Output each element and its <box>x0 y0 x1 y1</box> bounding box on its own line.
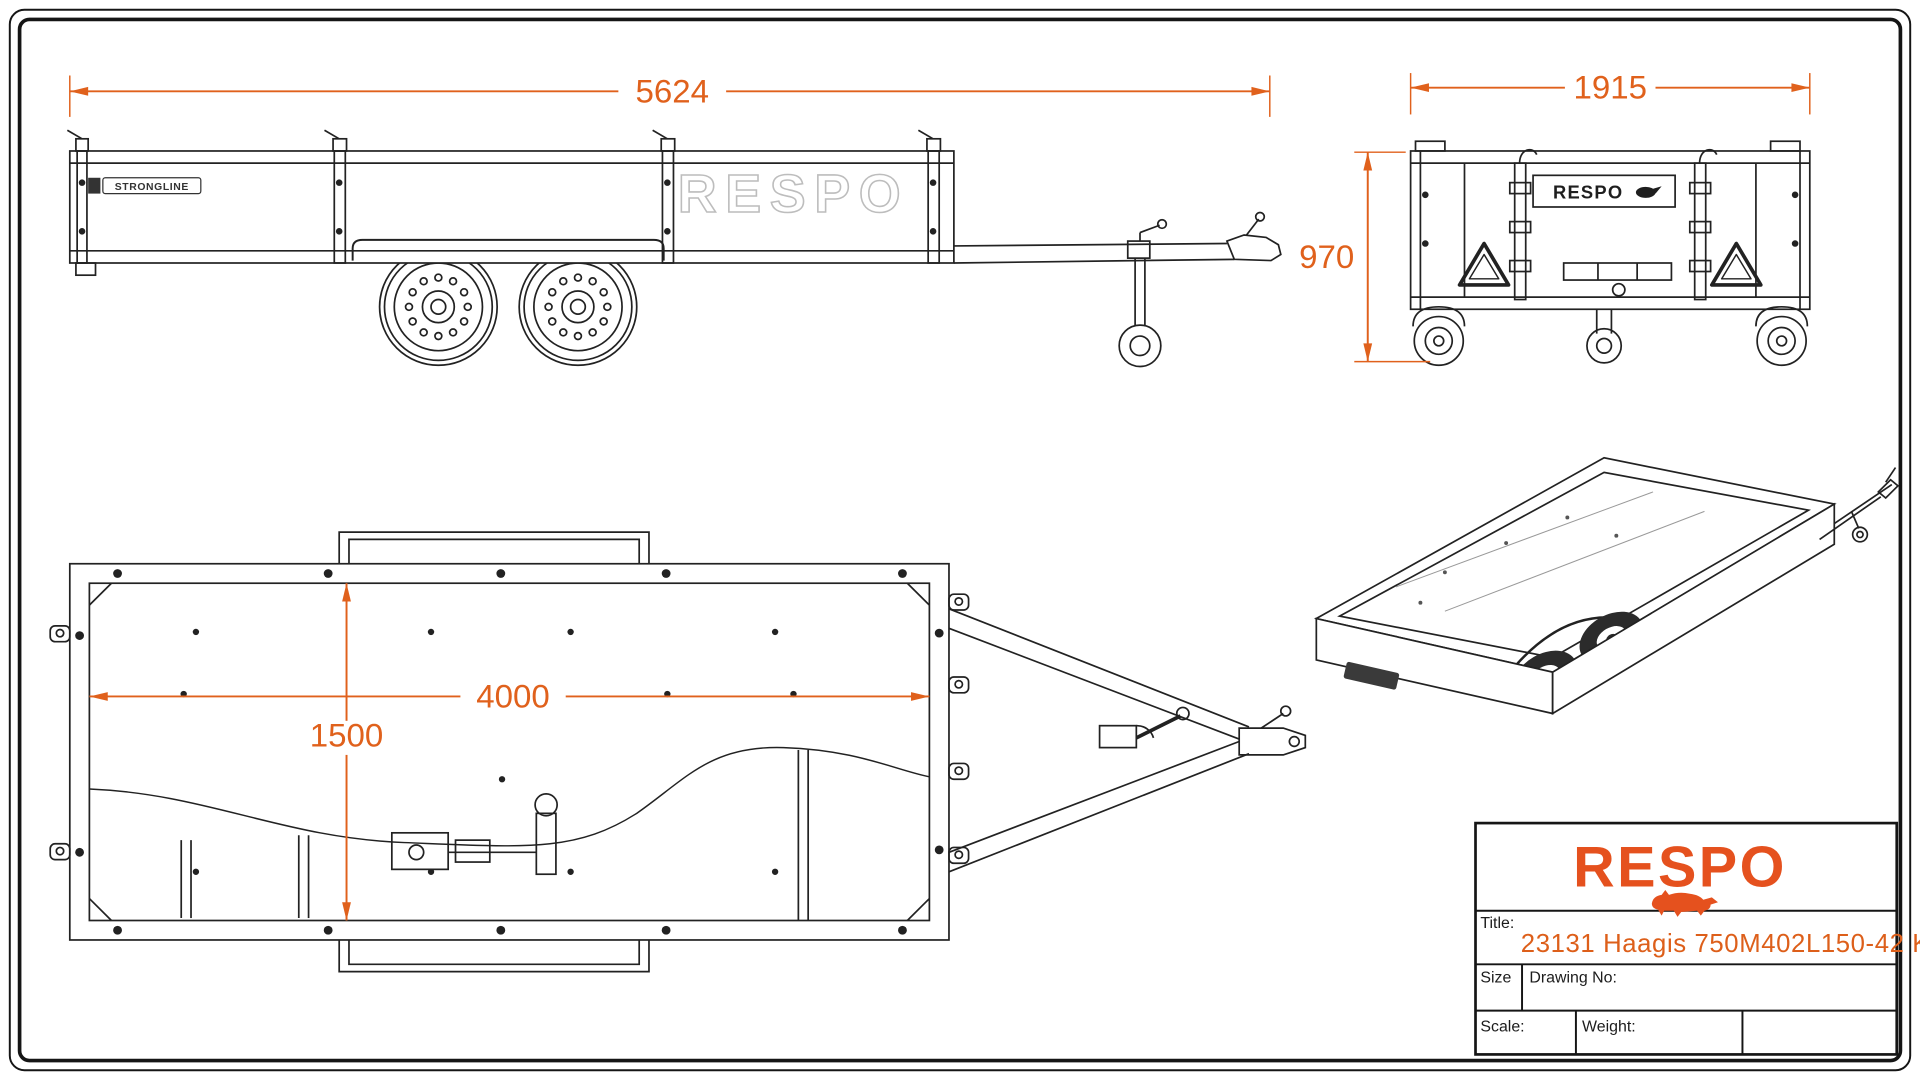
title-label: Title: <box>1480 915 1514 932</box>
dimension-970: 970 <box>1299 151 1431 363</box>
top-view-bolts <box>75 569 944 935</box>
top-view <box>49 531 1307 973</box>
size-label: Size <box>1480 970 1511 987</box>
iso-drawbar <box>1819 467 1900 543</box>
dimension-1915: 1915 <box>1409 68 1811 115</box>
title-row: Title: 23131 Haagis 750M402L150-42 KE <box>1480 915 1920 958</box>
side-view: STRONGLINE RESPO <box>66 129 1282 368</box>
dim-1500-label: 1500 <box>310 716 384 753</box>
size-drawing-row: Size Drawing No: <box>1480 970 1616 987</box>
side-view-fender <box>351 238 665 261</box>
side-view-wheels <box>378 247 638 367</box>
dim-1915-label: 1915 <box>1573 69 1647 106</box>
strongline-label: STRONGLINE <box>115 182 189 193</box>
warning-triangle-right <box>1710 241 1763 287</box>
dim-4000-label: 4000 <box>476 678 550 715</box>
top-view-spline <box>89 746 930 847</box>
rear-wheel-right <box>1756 315 1807 367</box>
scale-weight-row: Scale: Weight: <box>1480 1018 1635 1035</box>
title-value: 23131 Haagis 750M402L150-42 KE <box>1521 930 1920 958</box>
side-view-body <box>66 129 955 277</box>
respo-watermark: RESPO <box>678 164 909 224</box>
scale-label: Scale: <box>1480 1018 1524 1035</box>
sheet-frame-outer <box>8 8 1912 1072</box>
side-view-drawbar <box>953 211 1282 368</box>
dim-5624-label: 5624 <box>635 72 709 109</box>
isometric-view <box>1313 456 1900 716</box>
dimension-1500: 1500 <box>298 583 395 921</box>
iso-side-label <box>1343 661 1400 690</box>
bull-icon <box>1651 890 1718 917</box>
rear-hinge-bars <box>1508 148 1718 301</box>
rear-jockey-wheel <box>1586 309 1623 364</box>
dim-970-label: 970 <box>1299 238 1354 275</box>
drawing-no-label: Drawing No: <box>1529 970 1617 987</box>
rear-wheel-left <box>1413 315 1465 367</box>
strongline-badge: STRONGLINE <box>88 177 202 195</box>
rear-logo-text: RESPO <box>1553 182 1623 203</box>
dimension-5624: 5624 <box>69 71 1271 117</box>
rear-logo-plate: RESPO <box>1532 174 1676 208</box>
weight-label: Weight: <box>1582 1018 1636 1035</box>
dimension-4000: 4000 <box>89 678 930 715</box>
top-view-drawbar <box>948 608 1307 873</box>
sheet-frame-inner <box>17 17 1903 1063</box>
top-view-axle-parts <box>180 750 810 921</box>
rear-view: RESPO <box>1409 140 1811 367</box>
warning-triangle-left <box>1457 241 1511 287</box>
respo-logo: RESPO <box>1573 836 1787 917</box>
top-view-lugs <box>49 593 970 865</box>
respo-logo-text: RESPO <box>1573 836 1787 900</box>
title-block: RESPO Title: 23131 Haagis 750M402L150-42… <box>1474 821 1920 1056</box>
